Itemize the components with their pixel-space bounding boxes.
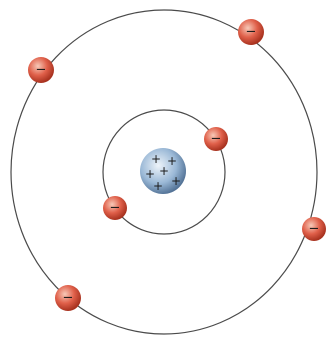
nucleus: + + + + + + — [140, 148, 186, 194]
electron-sign: − — [36, 63, 47, 78]
electron: − — [238, 19, 264, 45]
electron: − — [302, 217, 326, 241]
proton-sign: + — [171, 174, 181, 188]
proton-sign: + — [159, 164, 169, 178]
electron: − — [55, 285, 81, 311]
electron: − — [28, 57, 54, 83]
electron-sign: − — [309, 222, 320, 237]
proton-sign: + — [153, 179, 163, 193]
electron-sign: − — [211, 132, 222, 147]
electron-sign: − — [110, 201, 121, 216]
electron: − — [103, 196, 127, 220]
electron: − — [204, 127, 228, 151]
electron-sign: − — [246, 25, 257, 40]
electron-sign: − — [63, 291, 74, 306]
